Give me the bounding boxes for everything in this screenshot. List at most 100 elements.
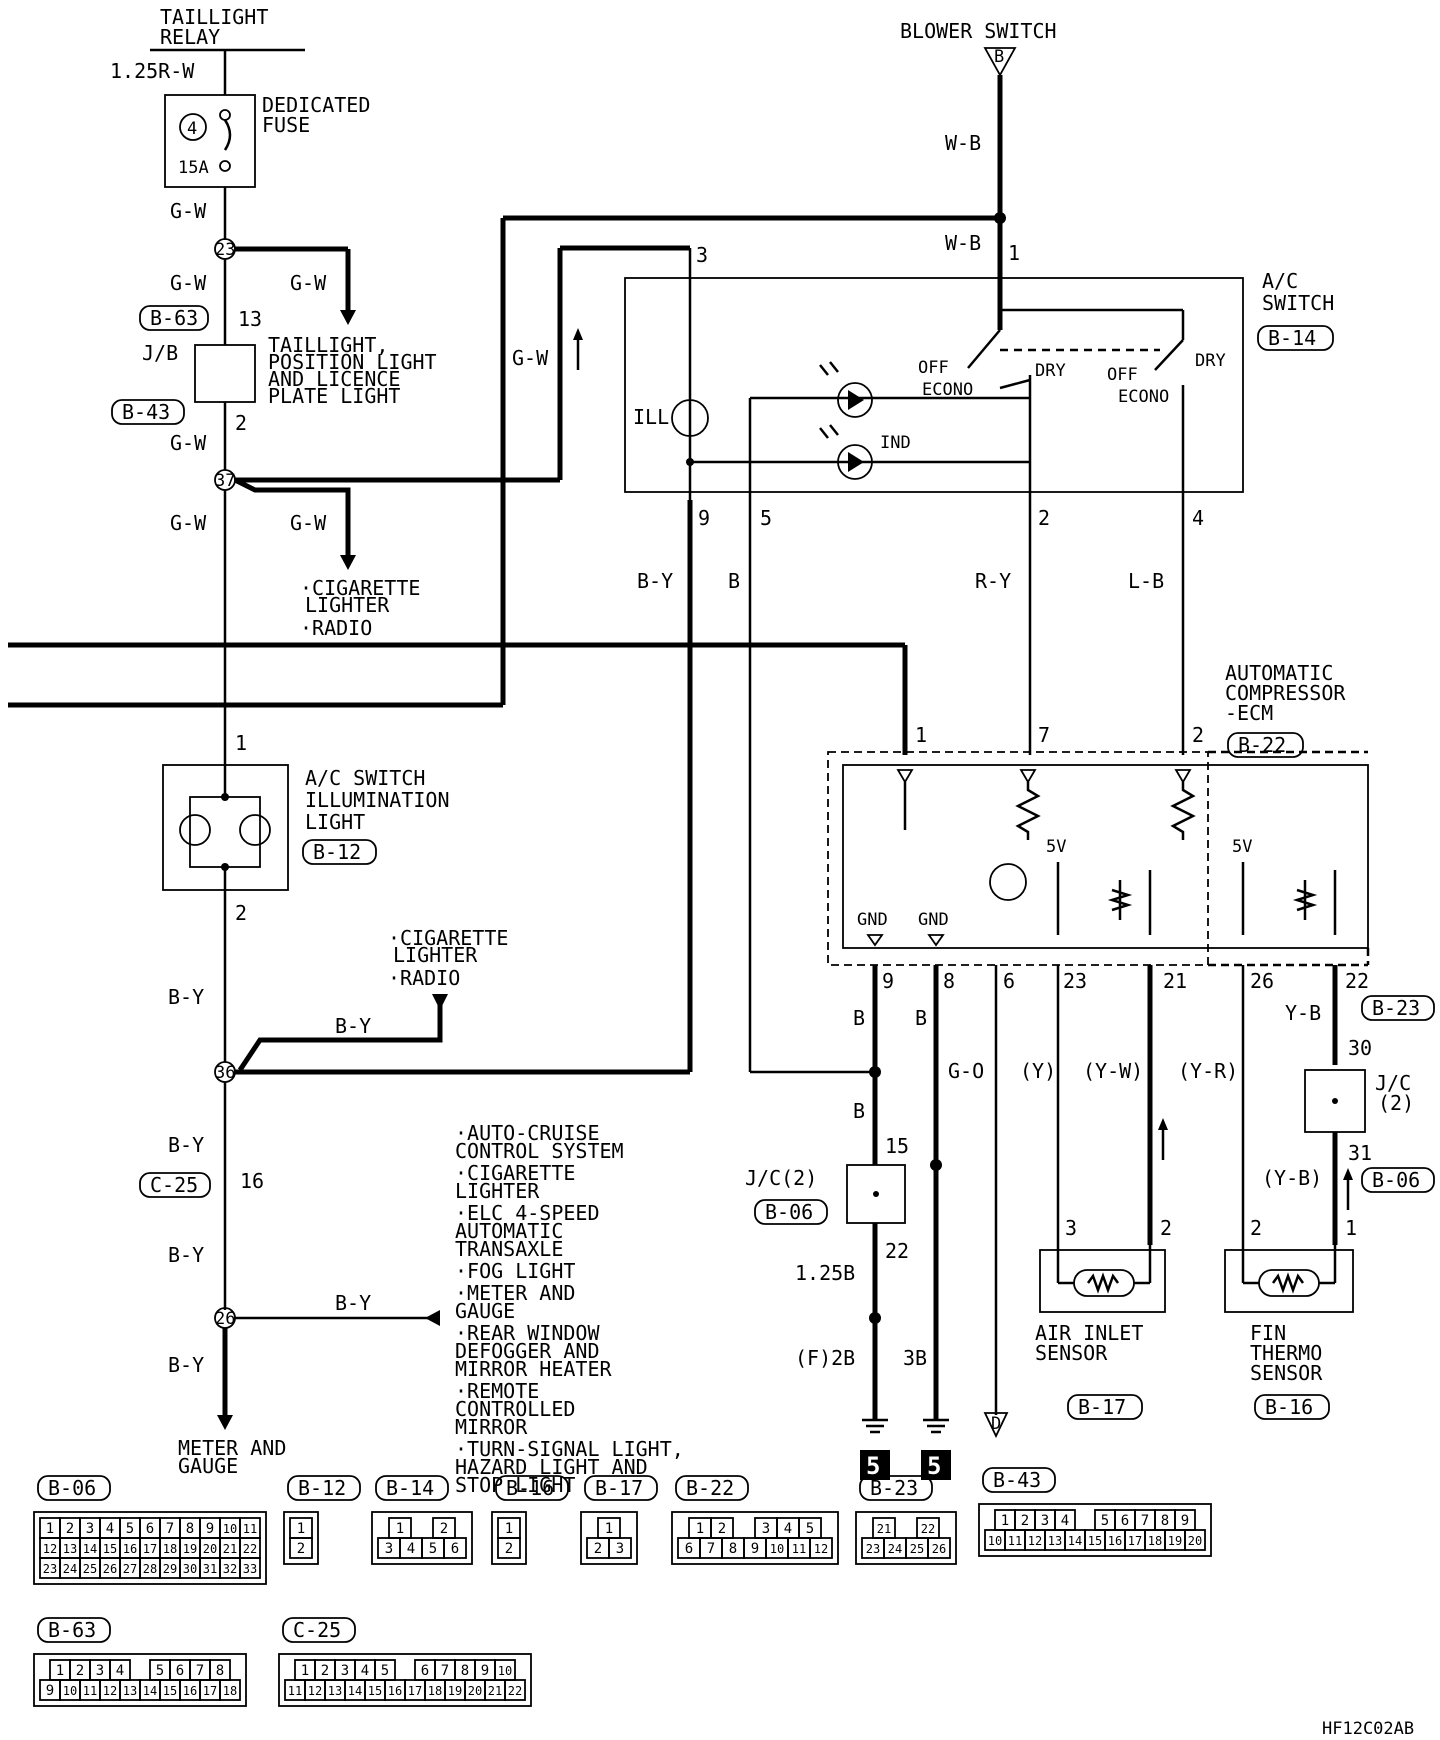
svg-text:13: 13 bbox=[238, 307, 262, 331]
connector-pin: 30 bbox=[183, 1562, 197, 1576]
svg-text:STOP LIGHT: STOP LIGHT bbox=[455, 1473, 575, 1497]
connector-pin: 18 bbox=[223, 1684, 237, 1698]
junction-block bbox=[194, 344, 256, 403]
svg-text:B-23: B-23 bbox=[1372, 996, 1420, 1020]
connector-pin: 6 bbox=[176, 1663, 184, 1679]
svg-text:THERMO: THERMO bbox=[1250, 1341, 1322, 1365]
svg-text:23: 23 bbox=[1063, 969, 1087, 993]
svg-text:OFF: OFF bbox=[918, 358, 949, 378]
connector-pin: 3 bbox=[1041, 1513, 1049, 1529]
svg-text:B-14: B-14 bbox=[1268, 326, 1316, 350]
svg-text:·REAR WINDOW: ·REAR WINDOW bbox=[455, 1321, 600, 1345]
connector-code-b16: B-16 bbox=[1254, 1394, 1330, 1420]
fuse-label: DEDICATED bbox=[262, 93, 370, 117]
svg-text:30: 30 bbox=[1348, 1036, 1372, 1060]
svg-text:B: B bbox=[728, 569, 740, 593]
svg-text:PLATE LIGHT: PLATE LIGHT bbox=[268, 384, 400, 408]
connector-pin: 3 bbox=[86, 1521, 94, 1537]
svg-text:B-14: B-14 bbox=[386, 1476, 434, 1500]
connector-pin: 3 bbox=[385, 1541, 393, 1557]
connector-pin: 6 bbox=[421, 1663, 429, 1679]
svg-text:DRY: DRY bbox=[1035, 361, 1066, 381]
connector-pin: 15 bbox=[163, 1684, 177, 1698]
svg-text:6: 6 bbox=[1003, 969, 1015, 993]
connector-pin: 9 bbox=[206, 1521, 214, 1537]
svg-text:1: 1 bbox=[1345, 1216, 1357, 1240]
svg-text:GAUGE: GAUGE bbox=[178, 1454, 238, 1478]
connector-pin: 26 bbox=[103, 1562, 117, 1576]
ac-switch-box: 3 ILL OFF ECONO DRY OFF ECONO DRY IND bbox=[624, 243, 1244, 500]
svg-text:Y-B: Y-B bbox=[1285, 1001, 1321, 1025]
svg-text:G-W: G-W bbox=[170, 431, 207, 455]
connector-pin: 2 bbox=[1021, 1513, 1029, 1529]
connector-pin: 4 bbox=[106, 1521, 114, 1537]
connector-pin: 15 bbox=[103, 1542, 117, 1556]
svg-text:(F)2B: (F)2B bbox=[795, 1346, 855, 1370]
svg-text:·RADIO: ·RADIO bbox=[388, 966, 460, 990]
connector-pin: 5 bbox=[429, 1541, 437, 1557]
svg-text:·FOG LIGHT: ·FOG LIGHT bbox=[455, 1259, 575, 1283]
svg-text:W-B: W-B bbox=[945, 131, 981, 155]
ac-switch-illumination-light bbox=[162, 764, 289, 891]
connector-pin: 22 bbox=[921, 1522, 935, 1536]
connector-pin: 4 bbox=[361, 1663, 369, 1679]
svg-text:RELAY: RELAY bbox=[160, 25, 220, 49]
connector-pin: 18 bbox=[428, 1684, 442, 1698]
svg-text:AIR INLET: AIR INLET bbox=[1035, 1321, 1143, 1345]
connector-pin: 5 bbox=[1101, 1513, 1109, 1529]
connector-pin: 1 bbox=[301, 1663, 309, 1679]
connector-code-b23: B-23 bbox=[1361, 995, 1435, 1021]
connector-pin: 12 bbox=[1028, 1534, 1042, 1548]
ecm-title: AUTOMATIC bbox=[1225, 661, 1333, 685]
connector-pin: 10 bbox=[63, 1684, 77, 1698]
svg-text:R-Y: R-Y bbox=[975, 569, 1011, 593]
svg-text:22: 22 bbox=[885, 1239, 909, 1263]
connector-pin: 8 bbox=[461, 1663, 469, 1679]
svg-text:B: B bbox=[994, 47, 1004, 67]
svg-text:·CIGARETTE: ·CIGARETTE bbox=[388, 926, 508, 950]
svg-text:31: 31 bbox=[1348, 1141, 1372, 1165]
connector-pin: 11 bbox=[288, 1684, 302, 1698]
connector-pin: 8 bbox=[186, 1521, 194, 1537]
connector-pin: 2 bbox=[66, 1521, 74, 1537]
svg-text:5V: 5V bbox=[1046, 837, 1066, 857]
connector-pin: 20 bbox=[468, 1684, 482, 1698]
jc2-label: J/C(2) bbox=[745, 1166, 817, 1190]
connector-pin: 1 bbox=[297, 1521, 305, 1537]
connector-code-b17: B-17 bbox=[1067, 1394, 1143, 1420]
svg-text:2: 2 bbox=[235, 411, 247, 435]
connector-pin: 2 bbox=[505, 1541, 513, 1557]
connector-pin: 12 bbox=[308, 1684, 322, 1698]
svg-text:B-12: B-12 bbox=[313, 840, 361, 864]
connector-pin: 1 bbox=[505, 1521, 513, 1537]
svg-text:-ECM: -ECM bbox=[1225, 701, 1273, 725]
connector-pin: 2 bbox=[718, 1521, 726, 1537]
svg-text:B: B bbox=[853, 1099, 865, 1123]
connector-pin: 10 bbox=[770, 1542, 784, 1556]
connector-pin: 10 bbox=[223, 1522, 237, 1536]
svg-text:15A: 15A bbox=[178, 158, 209, 178]
connector-pin: 20 bbox=[1188, 1534, 1202, 1548]
fuse-label-2: FUSE bbox=[262, 113, 310, 137]
connector-code-b06-jc: B-06 bbox=[754, 1199, 828, 1225]
svg-text:DEFOGGER AND: DEFOGGER AND bbox=[455, 1339, 600, 1363]
svg-text:ILLUMINATION: ILLUMINATION bbox=[305, 788, 450, 812]
taillight-relay-label: TAILLIGHT RELAY bbox=[150, 5, 305, 52]
connector-pin: 21 bbox=[488, 1684, 502, 1698]
svg-text:(Y-R): (Y-R) bbox=[1178, 1059, 1238, 1083]
connector-pin: 3 bbox=[96, 1663, 104, 1679]
connector-pin: 33 bbox=[243, 1562, 257, 1576]
connector-pin: 2 bbox=[594, 1541, 602, 1557]
dedicated-fuse: 4 15A bbox=[164, 94, 256, 188]
svg-text:·CIGARETTE: ·CIGARETTE bbox=[300, 576, 420, 600]
svg-text:1: 1 bbox=[915, 723, 927, 747]
connector-pin: 8 bbox=[729, 1541, 737, 1557]
svg-text:TAILLIGHT: TAILLIGHT bbox=[160, 5, 268, 29]
connector-pin: 1 bbox=[605, 1521, 613, 1537]
connector-code-b14: B-14 bbox=[1257, 325, 1334, 351]
svg-text:TAILLIGHT,: TAILLIGHT, bbox=[268, 333, 388, 357]
connector-pin: 12 bbox=[43, 1542, 57, 1556]
ac-switch-title: A/C bbox=[1262, 269, 1298, 293]
